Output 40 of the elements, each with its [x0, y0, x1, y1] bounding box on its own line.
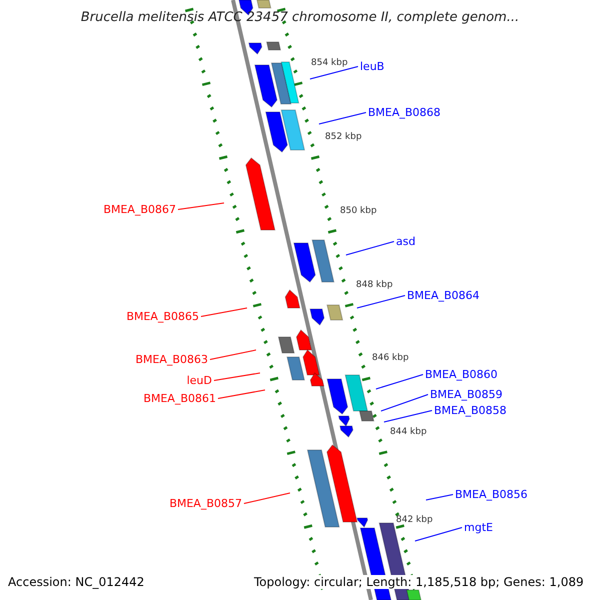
scale-label: 854 kbp [311, 58, 348, 68]
leader-line [380, 394, 428, 412]
scale-label: 844 kbp [390, 428, 427, 436]
leader-line [178, 202, 224, 210]
gene-label: BMEA_B0865 [126, 311, 199, 322]
gene-label: BMEA_B0867 [103, 204, 176, 215]
gene-label: leuD [186, 375, 212, 386]
leader-line [356, 295, 406, 308]
map-title: Brucella melitensis ATCC 23457 chromosome II, complete genom... [80, 11, 520, 24]
gene-label: BMEA_B0858 [434, 405, 507, 416]
scale-label: 850 kbp [340, 206, 377, 216]
leader-line [244, 492, 290, 504]
gene-label: BMEA_B0857 [169, 498, 242, 509]
leader-line [214, 372, 260, 381]
gene-label: asd [396, 236, 416, 247]
leader-line [318, 112, 366, 124]
leader-line [426, 494, 454, 500]
genome-summary-text: Topology: circular; Length: 1,185,518 bp; Genes: 1,089 [252, 575, 586, 589]
leader-line [200, 308, 248, 317]
gene-label: BMEA_B0859 [430, 389, 503, 400]
leader-line [346, 241, 394, 256]
scale-label: 848 kbp [356, 280, 393, 290]
gene-label: mgtE [464, 522, 493, 533]
gene-label: BMEA_B0861 [143, 393, 216, 404]
accession-text: Accession: NC_012442 [6, 575, 146, 589]
scale-label: 846 kbp [372, 354, 409, 362]
leader-line [376, 374, 424, 390]
gene-label: BMEA_B0860 [425, 369, 498, 380]
gene-label: BMEA_B0856 [455, 489, 528, 500]
leader-line [384, 410, 432, 422]
gene-label: BMEA_B0863 [135, 354, 208, 365]
gene-label: leuB [360, 61, 384, 72]
leader-line [310, 66, 358, 80]
leader-line [218, 390, 266, 399]
leader-line [414, 527, 462, 542]
gene-label: BMEA_B0864 [407, 290, 480, 301]
scale-label: 852 kbp [325, 132, 362, 142]
leader-line [210, 350, 256, 360]
gene-label: BMEA_B0868 [368, 107, 441, 118]
scale-label: 842 kbp [396, 516, 433, 524]
